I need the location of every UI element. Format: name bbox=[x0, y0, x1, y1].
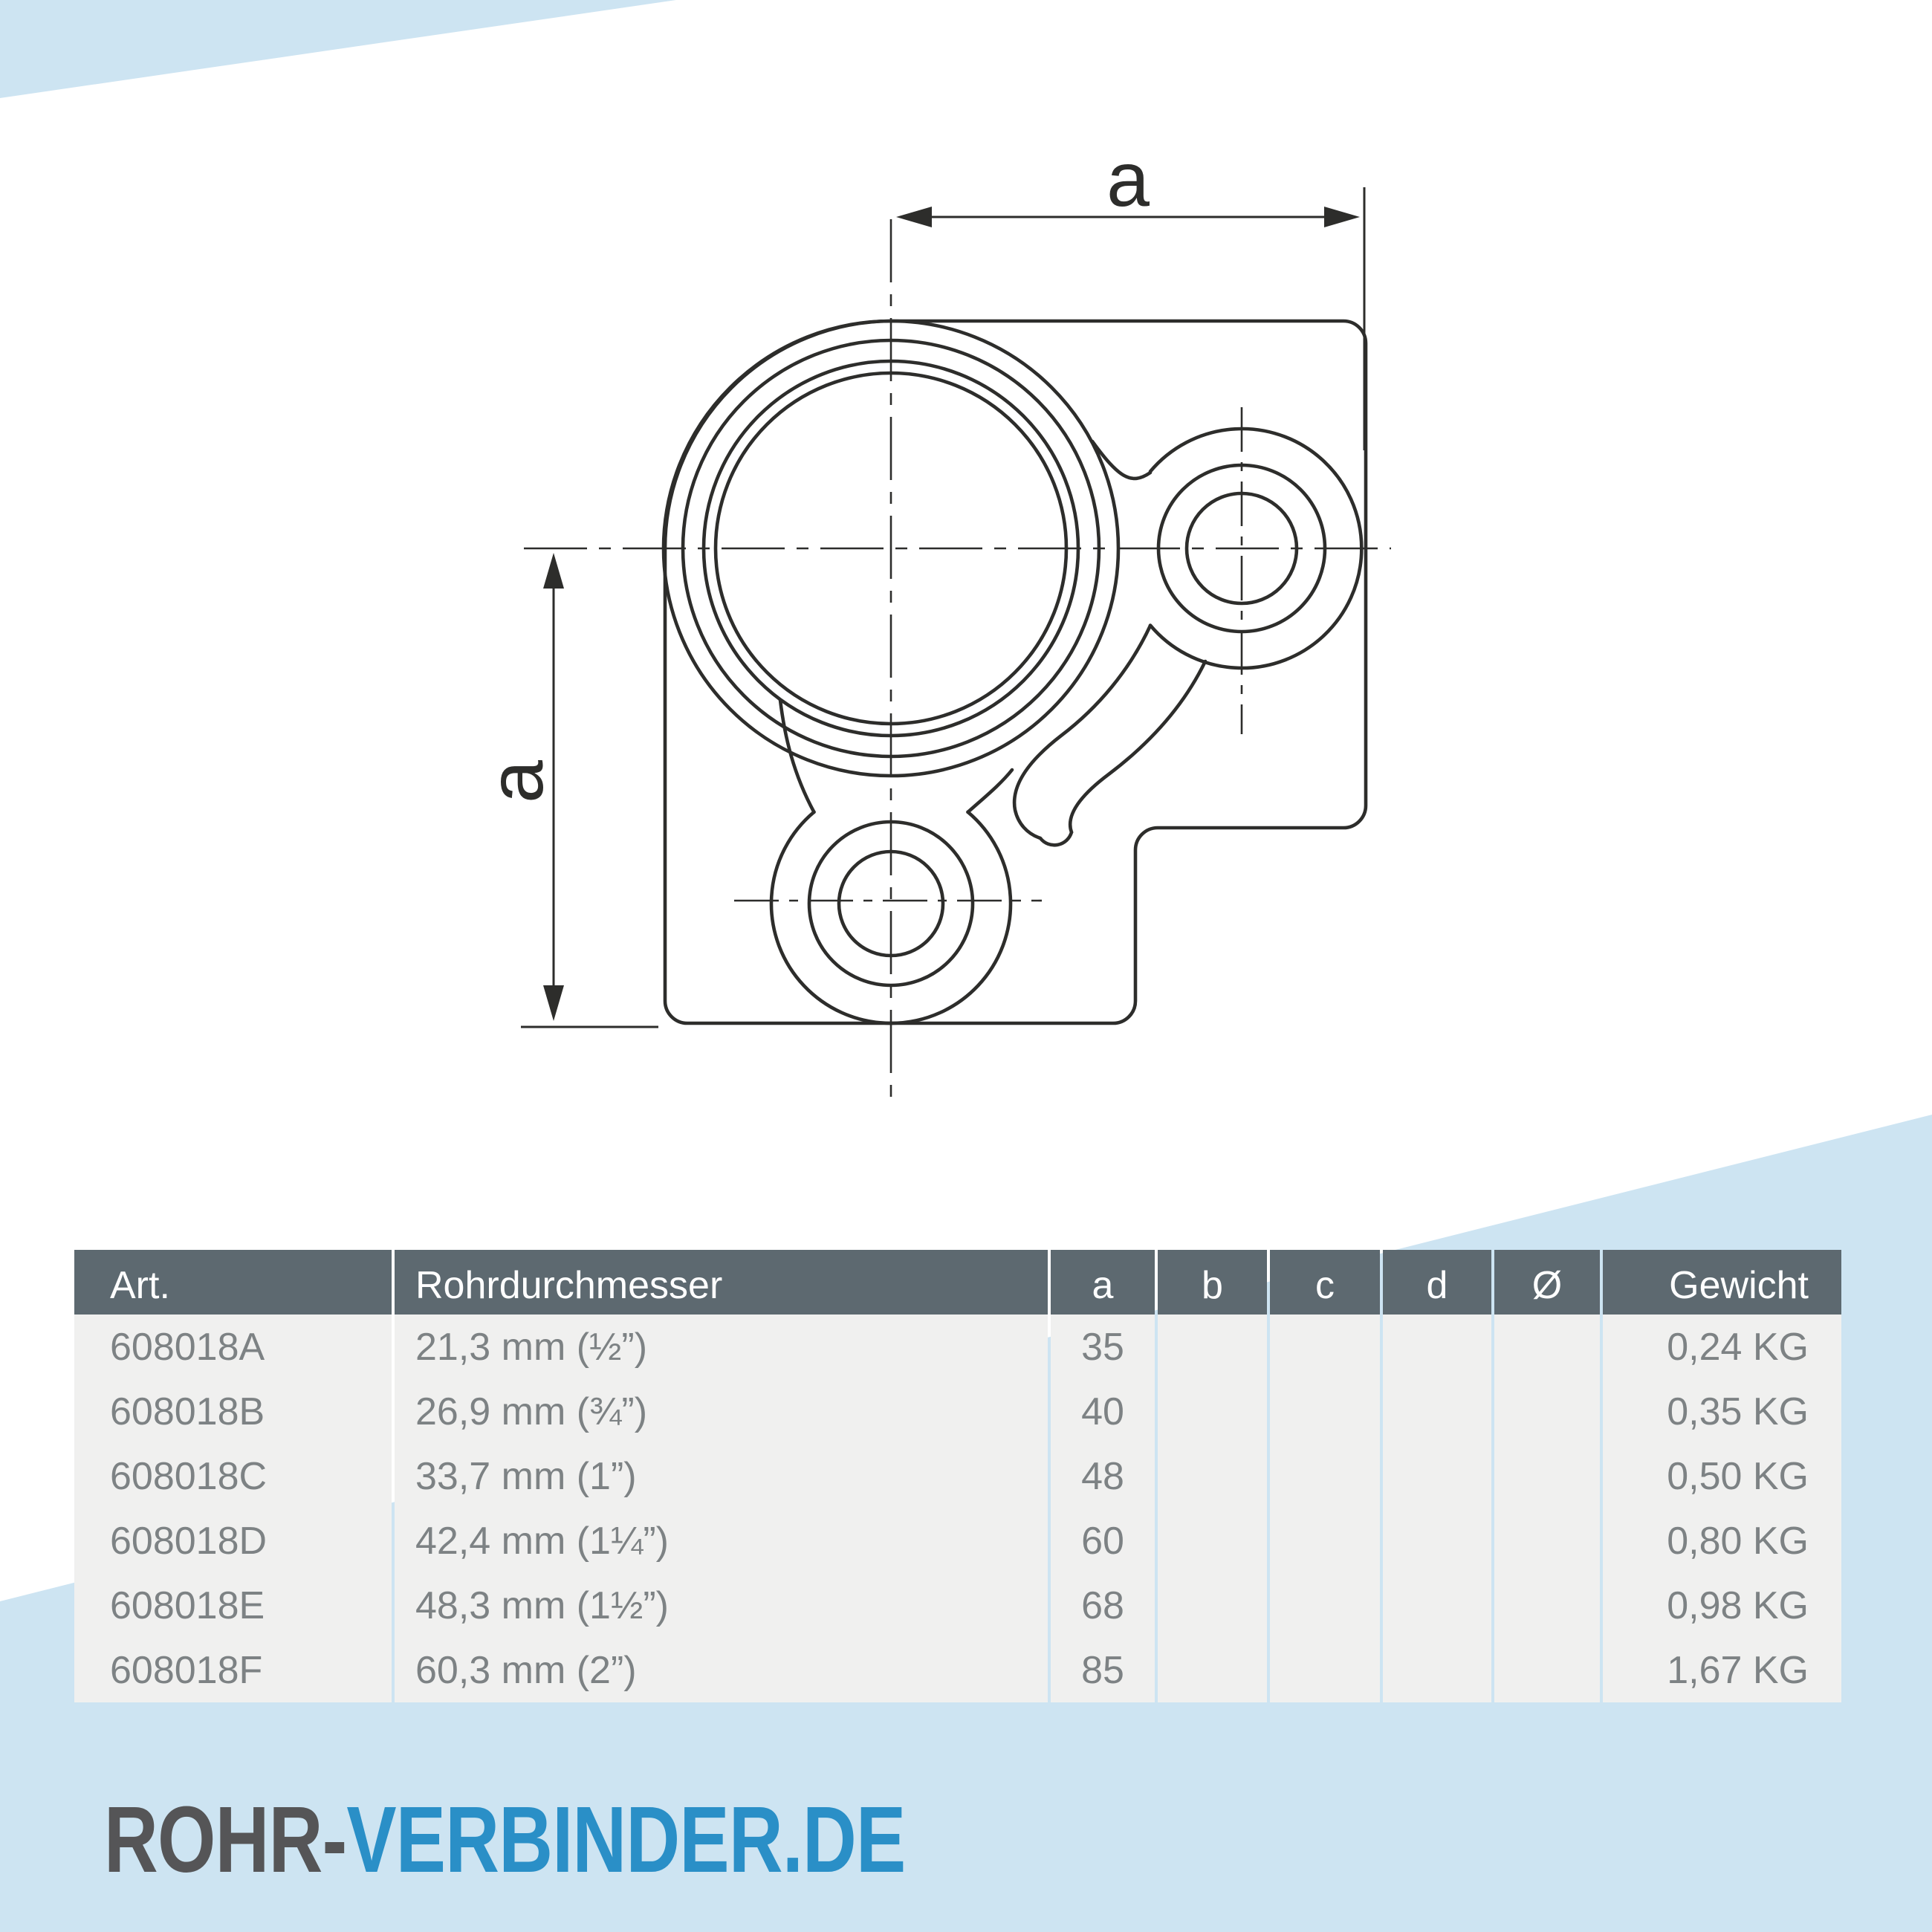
centerlines bbox=[524, 219, 1391, 1100]
column-header-c: c bbox=[1270, 1250, 1380, 1321]
top-left-blue-wedge bbox=[0, 0, 676, 98]
cell-dim-b bbox=[1158, 1315, 1267, 1379]
column-header-b: b bbox=[1158, 1250, 1267, 1321]
cell-pipe-diameter: 21,3 mm (½”) bbox=[395, 1315, 1048, 1379]
cell-dim-d bbox=[1383, 1508, 1491, 1573]
specification-table: Art. Rohrdurchmesser a b c d Ø Gewicht 6… bbox=[74, 1250, 1841, 1702]
cell-weight: 1,67 KG bbox=[1603, 1638, 1841, 1702]
column-header-weight: Gewicht bbox=[1603, 1250, 1841, 1321]
dimension-lines bbox=[521, 187, 1366, 1028]
main-bore-circle-2 bbox=[681, 338, 1101, 759]
clamp-tab-outer-curve bbox=[1012, 623, 1153, 840]
cell-dim-b bbox=[1158, 1508, 1267, 1573]
brand-logo: ROHR-VERBINDER.DE bbox=[104, 1793, 906, 1887]
cell-dim-a: 48 bbox=[1051, 1444, 1155, 1508]
cell-dim-d bbox=[1383, 1379, 1491, 1444]
clamp-tab-end-cap bbox=[1038, 830, 1074, 847]
dimension-label-a-top: a bbox=[1106, 137, 1150, 223]
cell-dim-b bbox=[1158, 1444, 1267, 1508]
cell-dim-c bbox=[1270, 1379, 1380, 1444]
cell-article-number: 608018B bbox=[74, 1379, 392, 1444]
cell-dim-a: 40 bbox=[1051, 1379, 1155, 1444]
bottom-left-fillet bbox=[778, 698, 816, 814]
cell-dim-c bbox=[1270, 1315, 1380, 1379]
cell-dim-d bbox=[1383, 1573, 1491, 1638]
cell-article-number: 608018F bbox=[74, 1638, 392, 1702]
cell-dim-c bbox=[1270, 1508, 1380, 1573]
cell-dim-a: 35 bbox=[1051, 1315, 1155, 1379]
cell-dim-b bbox=[1158, 1573, 1267, 1638]
cell-pipe-diameter: 33,7 mm (1”) bbox=[395, 1444, 1048, 1508]
connector-body bbox=[661, 319, 1368, 1025]
cell-dim-a: 60 bbox=[1051, 1508, 1155, 1573]
clamp-tab-inner-curve bbox=[1068, 659, 1208, 834]
cell-dim-a: 68 bbox=[1051, 1573, 1155, 1638]
cell-article-number: 608018E bbox=[74, 1573, 392, 1638]
column-header-diameter: Rohrdurchmesser bbox=[395, 1250, 1048, 1321]
cell-article-number: 608018D bbox=[74, 1508, 392, 1573]
bottom-outlet-outer-arc bbox=[769, 810, 1013, 1025]
side-outlet-outer-arc bbox=[1148, 427, 1364, 670]
cell-pipe-diameter: 42,4 mm (1¼”) bbox=[395, 1508, 1048, 1573]
cell-weight: 0,24 KG bbox=[1603, 1315, 1841, 1379]
cell-dim-c bbox=[1270, 1444, 1380, 1508]
dim-arrow-down bbox=[543, 985, 564, 1021]
cell-dim-diameter bbox=[1494, 1444, 1600, 1508]
cell-dim-b bbox=[1158, 1638, 1267, 1702]
cell-dim-diameter bbox=[1494, 1638, 1600, 1702]
cell-dim-c bbox=[1270, 1638, 1380, 1702]
cell-weight: 0,35 KG bbox=[1603, 1379, 1841, 1444]
dim-arrow-left bbox=[896, 207, 932, 227]
dim-arrow-up bbox=[543, 553, 564, 589]
cell-dim-d bbox=[1383, 1315, 1491, 1379]
column-header-diameter-symbol: Ø bbox=[1494, 1250, 1600, 1321]
bottom-outlet-middle-circle bbox=[807, 820, 975, 988]
cell-pipe-diameter: 26,9 mm (¾”) bbox=[395, 1379, 1048, 1444]
cell-article-number: 608018C bbox=[74, 1444, 392, 1508]
bottom-outlet-inner-circle bbox=[837, 849, 945, 958]
main-bore-inner-circle bbox=[713, 371, 1069, 726]
cell-weight: 0,80 KG bbox=[1603, 1508, 1841, 1573]
cell-dim-diameter bbox=[1494, 1508, 1600, 1573]
cell-dim-a: 85 bbox=[1051, 1638, 1155, 1702]
cell-article-number: 608018A bbox=[74, 1315, 392, 1379]
column-header-art: Art. bbox=[74, 1250, 392, 1321]
main-bore-outer-circle bbox=[661, 319, 1121, 778]
top-neck-fillet bbox=[1090, 439, 1153, 481]
cell-dim-c bbox=[1270, 1573, 1380, 1638]
dimension-label-a-left: a bbox=[473, 760, 560, 803]
cell-weight: 0,50 KG bbox=[1603, 1444, 1841, 1508]
dim-arrow-right bbox=[1324, 207, 1360, 227]
column-header-a: a bbox=[1051, 1250, 1155, 1321]
cell-dim-d bbox=[1383, 1638, 1491, 1702]
bottom-right-fillet bbox=[966, 768, 1014, 814]
side-outlet-inner-circle bbox=[1184, 491, 1299, 606]
logo-text-blue: VERBINDER.DE bbox=[346, 1787, 906, 1892]
main-bore-circle-3 bbox=[701, 359, 1080, 738]
logo-text-dark: ROHR- bbox=[104, 1787, 347, 1892]
column-header-d: d bbox=[1383, 1250, 1491, 1321]
cell-dim-diameter bbox=[1494, 1573, 1600, 1638]
cell-pipe-diameter: 60,3 mm (2”) bbox=[395, 1638, 1048, 1702]
cell-weight: 0,98 KG bbox=[1603, 1573, 1841, 1638]
cell-pipe-diameter: 48,3 mm (1½”) bbox=[395, 1573, 1048, 1638]
cell-dim-diameter bbox=[1494, 1315, 1600, 1379]
side-outlet-middle-circle bbox=[1156, 463, 1327, 634]
cell-dim-diameter bbox=[1494, 1379, 1600, 1444]
cell-dim-b bbox=[1158, 1379, 1267, 1444]
cell-dim-d bbox=[1383, 1444, 1491, 1508]
